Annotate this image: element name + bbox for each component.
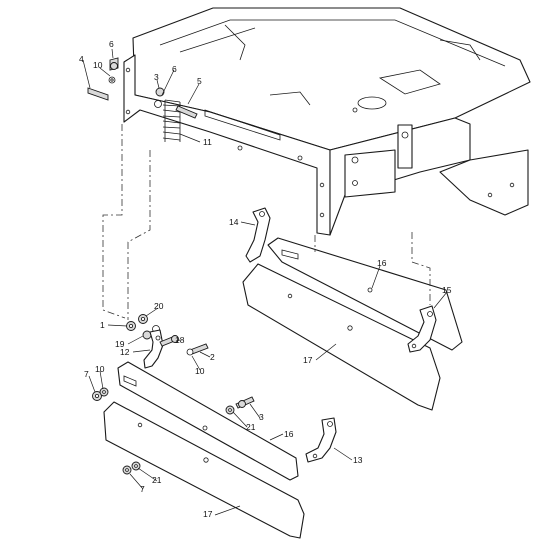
callout-4: 4 — [79, 54, 84, 64]
leader-lines — [82, 48, 448, 516]
callout-21-bottom: 21 — [152, 475, 162, 485]
bracket-hardware — [126, 314, 209, 369]
callout-14: 14 — [229, 217, 239, 227]
callout-7-bottom: 7 — [140, 484, 145, 494]
callout-2: 2 — [210, 352, 215, 362]
callout-12: 12 — [120, 347, 130, 357]
callout-20: 20 — [154, 301, 164, 311]
alignment-lines — [102, 124, 431, 320]
lower-flap-assembly — [92, 361, 337, 539]
callout-18: 18 — [175, 335, 185, 345]
callout-6-mid: 6 — [172, 64, 177, 74]
callout-10-mid: 10 — [195, 366, 205, 376]
callout-17-lower: 17 — [203, 509, 213, 519]
callout-10-left: 10 — [95, 364, 105, 374]
callout-15: 15 — [442, 285, 452, 295]
callout-3-top: 3 — [154, 72, 159, 82]
callout-5: 5 — [197, 76, 202, 86]
callout-3-lower: 3 — [259, 412, 264, 422]
callout-17-upper: 17 — [303, 355, 313, 365]
callout-1: 1 — [100, 320, 105, 330]
callout-19: 19 — [115, 339, 125, 349]
callout-11: 11 — [203, 137, 212, 147]
callout-10-top: 10 — [93, 60, 103, 70]
callout-7-left: 7 — [84, 369, 89, 379]
callout-13: 13 — [353, 455, 363, 465]
callout-21-mid: 21 — [246, 422, 256, 432]
callout-labels: 6 4 10 3 6 5 11 14 16 15 17 20 1 19 18 1… — [79, 39, 452, 519]
callout-16-upper: 16 — [377, 258, 387, 268]
upper-flap-assembly — [242, 207, 463, 411]
callout-6-top: 6 — [109, 39, 114, 49]
callout-16-lower: 16 — [284, 429, 294, 439]
main-frame — [123, 7, 531, 236]
top-hardware — [87, 57, 198, 142]
